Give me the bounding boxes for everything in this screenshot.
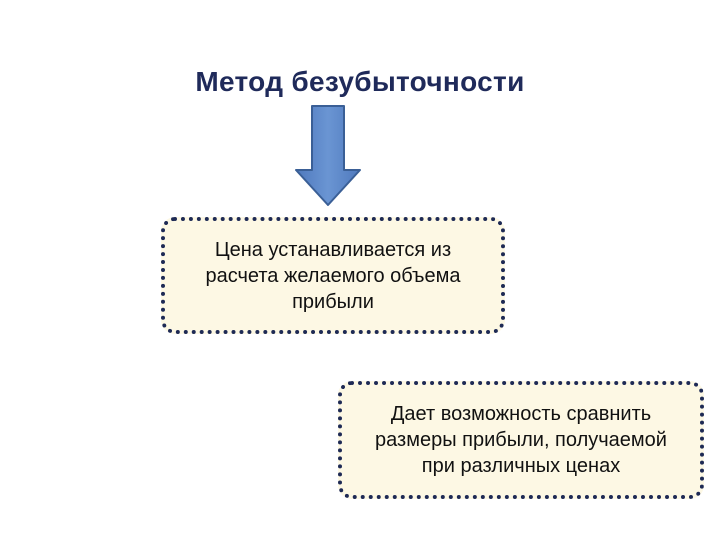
diagram-title: Метод безубыточности xyxy=(195,66,525,97)
down-arrow-icon xyxy=(295,105,361,206)
info-box-price-calculation: Цена устанавливается из расчета желаемог… xyxy=(161,217,505,334)
info-box-text: Дает возможность сравнить размеры прибыл… xyxy=(375,403,667,477)
info-box-text: Цена устанавливается из расчета желаемог… xyxy=(205,238,461,313)
info-box-profit-comparison: Дает возможность сравнить размеры прибыл… xyxy=(338,381,704,499)
